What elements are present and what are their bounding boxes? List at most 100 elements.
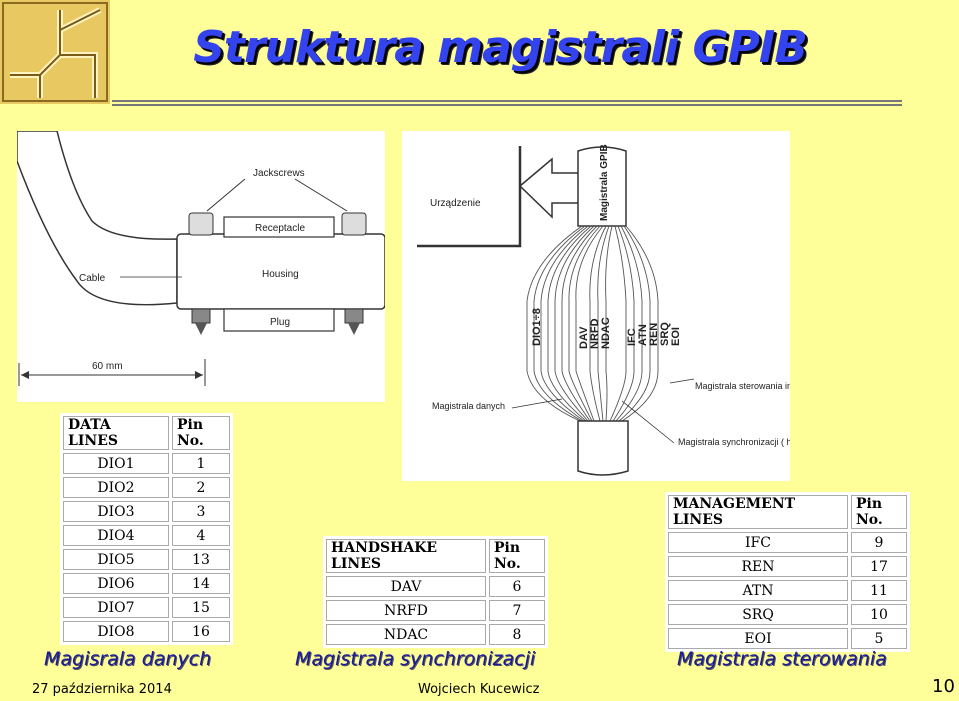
label-receptacle: Receptacle xyxy=(255,223,305,234)
caption-sync-bus: Magistrala synchronizacji xyxy=(295,648,536,670)
signal-nrfd: NRFD xyxy=(589,318,601,349)
pin-number-cell: 17 xyxy=(851,556,907,577)
signal-eoi: EOI xyxy=(670,327,682,346)
signal-srq: SRQ xyxy=(659,322,671,346)
logo-graphic xyxy=(0,0,110,104)
pin-number-cell: 8 xyxy=(489,624,545,645)
caption-control-bus: Magistrala sterowania xyxy=(677,648,887,670)
table-header-row: MANAGEMENT LINES Pin No. xyxy=(668,495,907,529)
signal-name-cell: NDAC xyxy=(326,624,486,645)
signal-name-cell: DIO6 xyxy=(63,573,169,594)
label-control-bus: Magistrala sterowania interfejsów xyxy=(695,381,790,391)
title-rule-bottom xyxy=(112,104,902,106)
header-pin-no: Pin No. xyxy=(489,539,545,573)
signal-name-cell: DIO2 xyxy=(63,477,169,498)
signal-name-cell: EOI xyxy=(668,628,848,649)
signal-name-cell: DIO3 xyxy=(63,501,169,522)
pin-number-cell: 13 xyxy=(172,549,230,570)
footer-date: 27 października 2014 xyxy=(32,682,172,697)
table-header-row: HANDSHAKE LINES Pin No. xyxy=(326,539,545,573)
signal-name-cell: DIO4 xyxy=(63,525,169,546)
pin-number-cell: 16 xyxy=(172,621,230,642)
title-rule-top xyxy=(112,100,902,102)
label-cable: Cable xyxy=(79,273,106,284)
label-data-lines: DIO1÷8 xyxy=(531,308,543,346)
pin-number-cell: 15 xyxy=(172,597,230,618)
signal-name-cell: DIO8 xyxy=(63,621,169,642)
signal-atn: ATN xyxy=(637,324,649,346)
label-sync-bus-text: Magistrala synchronizacji ( handshake'u … xyxy=(678,437,790,447)
label-dimension: 60 mm xyxy=(92,361,123,372)
label-sync-bus: Magistrala synchronizacji ( handshake'u … xyxy=(678,437,790,447)
slide-title: Struktura magistrali GPIB xyxy=(193,22,808,73)
signal-name-cell: NRFD xyxy=(326,600,486,621)
signal-name-cell: DIO1 xyxy=(63,453,169,474)
signal-dav: DAV xyxy=(578,326,590,349)
label-plug: Plug xyxy=(270,317,290,328)
label-jackscrews: Jackscrews xyxy=(253,168,305,179)
signal-name-cell: REN xyxy=(668,556,848,577)
header-pin-no: Pin No. xyxy=(172,416,230,450)
header-data-lines: DATA LINES xyxy=(63,416,169,450)
header-management-lines: MANAGEMENT LINES xyxy=(668,495,848,529)
pin-number-cell: 10 xyxy=(851,604,907,625)
signal-ndac: NDAC xyxy=(600,317,612,349)
label-device: Urządzenie xyxy=(430,198,481,209)
pin-number-cell: 6 xyxy=(489,576,545,597)
pin-number-cell: 11 xyxy=(851,580,907,601)
caption-data-bus: Magisrala danych xyxy=(44,648,212,670)
bus-diagram: Magistrala GPIB DIO1÷8 DAV NRFD NDAC IFC… xyxy=(402,131,790,481)
signal-name-cell: IFC xyxy=(668,532,848,553)
header-pin-no: Pin No. xyxy=(851,495,907,529)
pin-number-cell: 9 xyxy=(851,532,907,553)
pin-number-cell: 7 xyxy=(489,600,545,621)
signal-ren: REN xyxy=(648,323,660,346)
signal-name-cell: DIO7 xyxy=(63,597,169,618)
signal-name-cell: DIO5 xyxy=(63,549,169,570)
signal-name-cell: DAV xyxy=(326,576,486,597)
pin-number-cell: 3 xyxy=(172,501,230,522)
pin-number-cell: 1 xyxy=(172,453,230,474)
label-gpib-bus: Magistrala GPIB xyxy=(599,144,610,221)
label-control-bus-text: Magistrala sterowania interfejsów xyxy=(695,381,790,391)
pin-number-cell: 5 xyxy=(851,628,907,649)
pin-number-cell: 2 xyxy=(172,477,230,498)
label-housing: Housing xyxy=(262,269,299,280)
label-data-bus: Magistrala danych xyxy=(432,401,505,411)
signal-name-cell: ATN xyxy=(668,580,848,601)
connector-diagram: Jackscrews Receptacle Housing Cable Plug… xyxy=(17,131,385,402)
footer-author: Wojciech Kucewicz xyxy=(418,682,540,697)
signal-ifc: IFC xyxy=(626,328,638,346)
signal-name-cell: SRQ xyxy=(668,604,848,625)
page-number: 10 xyxy=(932,676,955,697)
table-header-row: DATA LINES Pin No. xyxy=(63,416,230,450)
pin-number-cell: 14 xyxy=(172,573,230,594)
header-handshake-lines: HANDSHAKE LINES xyxy=(326,539,486,573)
pin-number-cell: 4 xyxy=(172,525,230,546)
